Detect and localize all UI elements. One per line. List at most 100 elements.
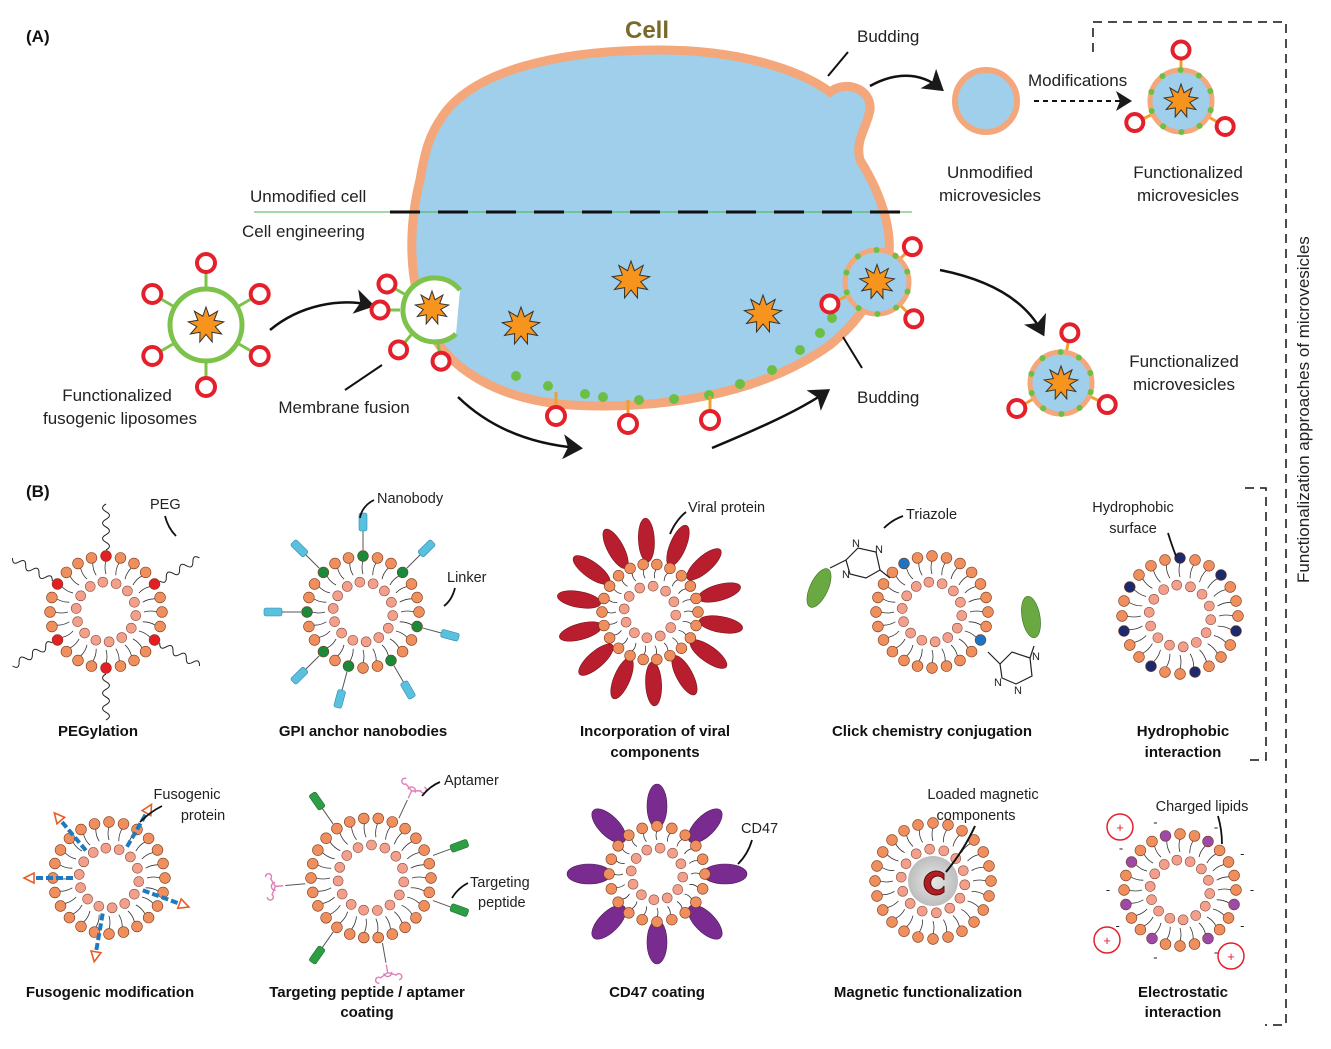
anchor-dot [873,247,880,254]
lipid-tail [118,828,123,842]
lipid-tail [145,864,159,869]
inner-lipid-head [1145,620,1156,632]
inner-lipid-head [1200,627,1212,638]
viral-protein-icon [610,657,634,700]
lipid-tail [1142,643,1153,654]
anchor-dot [1207,107,1214,114]
modified-lipid-head [1159,830,1172,842]
lipid-tail [124,567,132,580]
lipid-tail [141,896,154,904]
lipid-tail [678,588,687,594]
outer-lipid-head [410,832,422,844]
inner-lipid-head [618,603,630,615]
lipid-tail [399,621,413,626]
ligand-ring-icon [1214,116,1236,137]
annot-hydrophobic-1: Hydrophobic [1092,500,1173,516]
inner-lipid-head [1152,632,1164,644]
ligand-ring-icon [903,308,925,330]
lipid-tail [1217,601,1232,607]
outer-lipid-head [312,900,324,912]
lipid-tail [399,598,413,603]
functionalized-microvesicle-bottom [1006,322,1118,419]
inner-lipid-head [386,597,397,608]
lipid-tail [684,893,693,900]
gpi-linker [406,553,422,569]
lipid-tail [682,599,692,603]
lipid-tail [1206,853,1217,864]
lipid-tail [395,586,408,594]
lipid-tail [932,920,935,935]
outer-lipid-head [114,552,127,564]
inner-lipid-head [1171,854,1183,866]
outer-lipid-head [912,819,924,831]
annot-triazole: Triazole [906,507,957,523]
inner-lipid-head [75,590,87,602]
lipid-tail [613,588,622,594]
positive-charge-label: + [1227,949,1235,964]
outer-lipid-head [603,580,616,592]
modified-lipid-head [1215,569,1227,581]
outer-lipid-head [1159,666,1171,678]
viral-protein-icon [697,582,741,603]
gpi-vesicle [263,512,460,709]
lipid-tail [375,918,379,933]
lipid-tail [1134,635,1147,643]
annot-charged-pointer [1217,815,1223,845]
modified-lipid-head [148,578,161,590]
inner-lipid-head [672,884,684,895]
inner-lipid-head [367,578,379,590]
viral-protein-icon [666,524,690,567]
modified-lipid-head [1146,932,1158,945]
lipid-tail [132,575,143,586]
nanobody-icon [290,539,309,558]
annot-linker-pointer [443,587,456,607]
negative-charge-label: - [1106,882,1110,897]
outer-lipid-head [372,931,384,944]
targeting-peptide-icon [309,945,326,965]
lipid-tail [606,611,617,614]
targeting-peptide-icon [449,903,469,917]
lipid-tail [968,598,982,603]
lipid-tail [886,854,899,862]
panel-a-label: (A) [26,27,50,46]
outer-lipid-head [982,606,994,618]
anchor-dot [815,328,825,338]
annot-cd47: CD47 [741,821,778,837]
inner-lipid-head [675,858,687,870]
lipid-tail [671,579,679,587]
caption-hydrophobic-2: interaction [1145,744,1222,761]
outer-lipid-head [977,846,989,858]
budding-top-pointer [827,51,849,77]
anchor-dot [634,395,644,405]
outer-lipid-head [1118,595,1130,607]
outer-lipid-head [358,812,370,825]
anchor-dot [1178,128,1185,135]
inner-lipid-head [677,871,689,883]
lipid-tail [72,841,83,852]
anchor-dot [669,394,679,404]
inner-lipid-head [382,622,394,634]
inner-lipid-head [1205,614,1217,626]
inner-lipid-head [130,610,142,621]
inner-lipid-head [898,616,909,627]
inner-lipid-head [119,898,131,909]
lipid-tail [64,896,77,904]
outer-lipid-head [44,606,56,618]
anchor-dot [874,310,881,317]
lipid-tail [656,907,659,918]
triazole-atom-n: N [852,538,860,550]
outer-lipid-head [956,925,968,937]
inner-lipid-head [897,886,909,897]
lipid-tail [631,839,638,847]
annot-fusogenic-pointer [139,805,163,823]
inner-lipid-head [1164,639,1175,651]
ligand-green-icon [1021,595,1041,639]
fusogenic-protein [142,888,180,906]
lipid-tail [1179,927,1182,942]
outer-lipid-head [877,578,890,590]
modified-lipid-head [1145,660,1157,672]
lipid-tail [95,828,100,842]
lipid-tail [95,914,100,928]
outer-lipid-head [329,654,341,667]
lipid-tail [918,562,923,576]
